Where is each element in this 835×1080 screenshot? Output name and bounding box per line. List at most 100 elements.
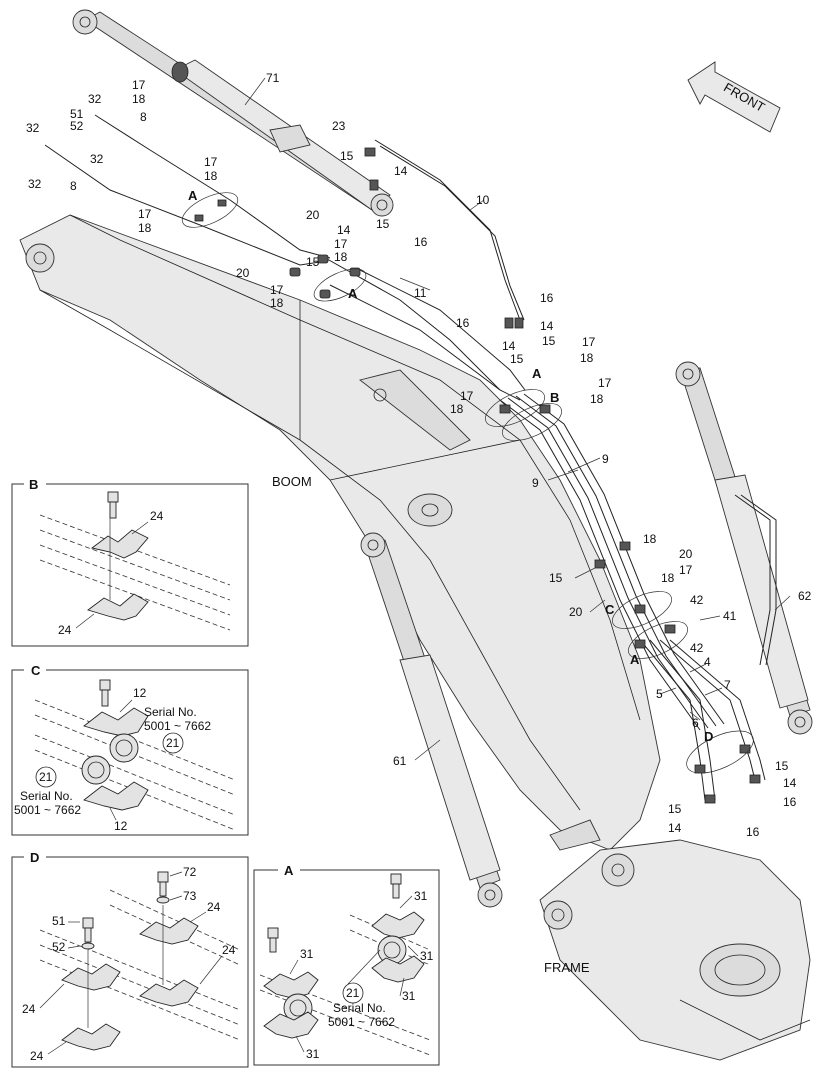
detail-box-b: B 24 24: [11, 476, 249, 647]
serial-line1-c-lower: Serial No.: [20, 789, 73, 803]
part-num-20: 20: [679, 547, 693, 561]
part-num-6: 6: [692, 716, 699, 730]
part-num-32: 32: [28, 177, 42, 191]
hydraulic-lines: [44, 114, 766, 801]
part-num-23: 23: [332, 119, 346, 133]
boom-cylinder-62: [675, 361, 813, 735]
detail-ref-a: A: [188, 188, 198, 203]
part-num-10: 10: [476, 193, 490, 207]
part-num-15: 15: [340, 149, 354, 163]
part-num-18: 18: [334, 250, 348, 264]
part-num-14: 14: [337, 223, 351, 237]
part-num-17: 17: [270, 283, 284, 297]
part-num-31: 31: [300, 947, 314, 961]
frame-label: FRAME: [544, 960, 590, 975]
part-num-18: 18: [661, 571, 675, 585]
part-num-16: 16: [456, 316, 470, 330]
part-num-31: 31: [420, 949, 434, 963]
part-num-73: 73: [183, 889, 197, 903]
part-num-11: 11: [414, 286, 427, 300]
part-num-31: 31: [414, 889, 428, 903]
detail-ref-a: A: [348, 286, 358, 301]
serial-line2-a: 5001 ~ 7662: [328, 1015, 395, 1029]
part-num-15: 15: [775, 759, 789, 773]
part-num-16: 16: [414, 235, 428, 249]
part-num-14: 14: [668, 821, 682, 835]
detail-markers: [181, 192, 754, 774]
part-num-15: 15: [542, 334, 556, 348]
part-num-72: 72: [183, 865, 197, 879]
part-num-17: 17: [598, 376, 612, 390]
part-num-18: 18: [580, 351, 594, 365]
fittings: [194, 147, 761, 804]
part-num-5: 5: [656, 687, 663, 701]
part-num-14: 14: [502, 339, 516, 353]
detail-ref-b: B: [550, 390, 559, 405]
leader-lines: [244, 77, 791, 761]
part-num-7: 7: [724, 678, 731, 692]
boom-cylinder-61: [360, 532, 503, 908]
part-num-17: 17: [679, 563, 693, 577]
part-num-24: 24: [207, 900, 221, 914]
part-num-17: 17: [204, 155, 218, 169]
detail-ref-d: D: [704, 729, 713, 744]
part-num-17: 17: [582, 335, 596, 349]
part-num-62: 62: [798, 589, 812, 603]
part-num-15: 15: [376, 217, 390, 231]
part-num-21: 21: [346, 986, 360, 1000]
part-num-32: 32: [26, 121, 40, 135]
part-num-18: 18: [643, 532, 657, 546]
serial-line1-a: Serial No.: [333, 1001, 386, 1015]
part-num-51: 51: [52, 914, 66, 928]
detail-b-title: B: [29, 477, 38, 492]
part-num-41: 41: [723, 609, 737, 623]
part-num-14: 14: [394, 164, 408, 178]
part-num-12: 12: [114, 819, 128, 833]
part-num-42: 42: [690, 641, 704, 655]
part-num-8: 8: [140, 110, 147, 124]
part-num-8: 8: [70, 179, 77, 193]
frame-structure: [539, 819, 811, 1061]
main-part-numbers: 71 17 18 32 8 51 52 32 32 32 8 17 18 A 1…: [26, 71, 812, 839]
part-num-32: 32: [88, 92, 102, 106]
part-num-31: 31: [402, 989, 416, 1003]
part-num-21: 21: [166, 736, 180, 750]
part-num-14: 14: [783, 776, 797, 790]
part-num-31: 31: [306, 1047, 320, 1061]
arm-cylinder-71: [72, 9, 394, 217]
serial-line2-c-upper: 5001 ~ 7662: [144, 719, 211, 733]
part-num-17: 17: [132, 78, 146, 92]
part-num-42: 42: [690, 593, 704, 607]
part-num-17: 17: [334, 237, 348, 251]
part-num-18: 18: [450, 402, 464, 416]
part-num-18: 18: [204, 169, 218, 183]
part-num-9: 9: [602, 452, 609, 466]
part-num-15: 15: [306, 255, 320, 269]
boom-label: BOOM: [272, 474, 312, 489]
part-num-17: 17: [138, 207, 152, 221]
part-num-24: 24: [58, 623, 72, 637]
part-num-71: 71: [266, 71, 280, 85]
part-num-16: 16: [746, 825, 760, 839]
detail-d-title: D: [30, 850, 39, 865]
part-num-51: 51: [70, 107, 84, 121]
part-num-18: 18: [132, 92, 146, 106]
boom-structure: [19, 214, 661, 851]
detail-ref-c: C: [605, 602, 615, 617]
part-num-24: 24: [150, 509, 164, 523]
part-num-16: 16: [783, 795, 797, 809]
part-num-18: 18: [590, 392, 604, 406]
part-num-16: 16: [540, 291, 554, 305]
part-num-15: 15: [510, 352, 524, 366]
part-num-52: 52: [52, 940, 66, 954]
part-num-18: 18: [138, 221, 152, 235]
part-num-15: 15: [668, 802, 682, 816]
part-num-20: 20: [569, 605, 583, 619]
serial-line2-c-lower: 5001 ~ 7662: [14, 803, 81, 817]
serial-line1-c-upper: Serial No.: [144, 705, 197, 719]
part-num-20: 20: [306, 208, 320, 222]
detail-box-c: C 12 Serial No. 5001 ~ 7662 21 21 Serial…: [11, 662, 249, 836]
part-num-20: 20: [236, 266, 250, 280]
part-num-9: 9: [532, 476, 539, 490]
